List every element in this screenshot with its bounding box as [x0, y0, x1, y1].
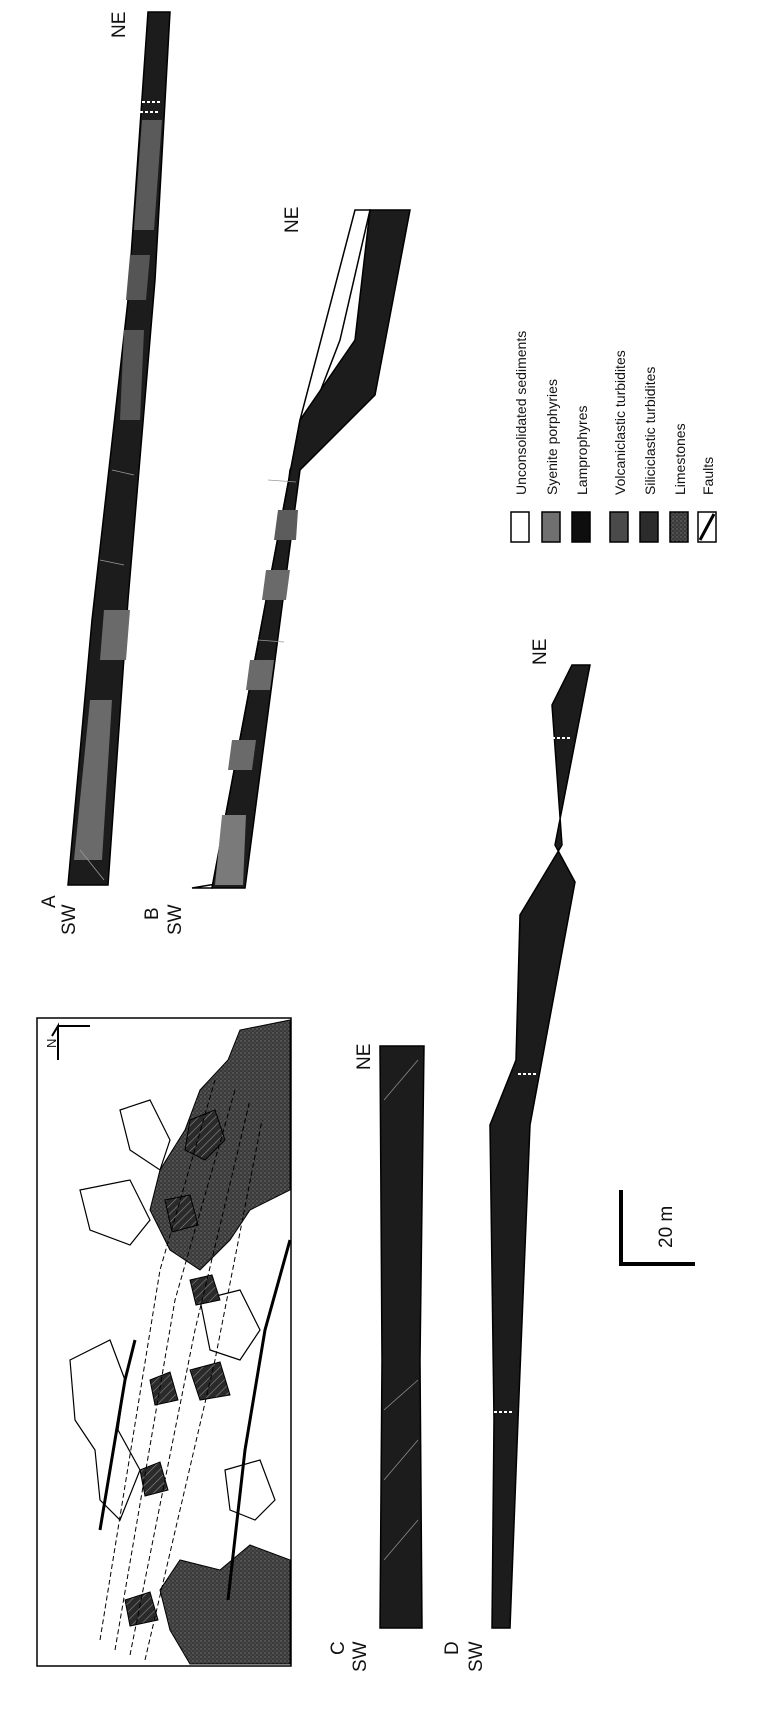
section-b-body [212, 210, 410, 888]
section-d: D SW NE [442, 639, 590, 1672]
section-c-sw-label: SW [350, 1641, 371, 1672]
legend-swatch [640, 512, 658, 542]
legend-swatch [542, 512, 560, 542]
legend-swatch [572, 512, 590, 542]
section-d-ne-label: NE [530, 639, 551, 665]
section-a-letter: A [39, 895, 60, 908]
section-c-letter: C [328, 1641, 349, 1655]
legend-label: Faults [700, 457, 716, 495]
section-a: A SW NE [39, 12, 170, 935]
scale-bar-label: 20 m [656, 1206, 677, 1248]
section-b-sw-label: SW [165, 904, 186, 935]
legend: Unconsolidated sediments Syenite porphyri… [511, 331, 716, 542]
section-b-ne-label: NE [282, 207, 303, 233]
section-b-light-band [246, 660, 274, 690]
section-d-sw-label: SW [466, 1641, 487, 1672]
section-a-light-band [126, 255, 150, 300]
section-b-syenite-band [215, 815, 246, 885]
section-b-light-band [274, 510, 298, 540]
legend-label: Syenite porphyries [544, 379, 560, 495]
section-a-light-band [120, 330, 144, 420]
legend-swatch [670, 512, 688, 542]
map-north-label: N [44, 1039, 59, 1048]
section-a-ne-label: NE [109, 12, 130, 38]
section-c-ne-label: NE [354, 1044, 375, 1070]
legend-label: Unconsolidated sediments [513, 331, 529, 495]
section-c-body [380, 1046, 424, 1628]
section-d-letter: D [442, 1641, 463, 1655]
section-a-light-band [100, 610, 130, 660]
section-d-body [490, 665, 590, 1628]
section-b-light-band [262, 570, 290, 600]
location-map: N [37, 1018, 291, 1666]
legend-label: Siliciclastic turbidites [642, 367, 658, 495]
scale-bar: 20 m [621, 1190, 695, 1264]
section-b-light-band [228, 740, 256, 770]
section-a-sw-label: SW [59, 904, 80, 935]
legend-swatch [610, 512, 628, 542]
legend-label: Lamprophyres [574, 406, 590, 496]
legend-label: Limestones [672, 423, 688, 495]
legend-swatch [511, 512, 529, 542]
legend-label: Volcaniclastic turbidites [612, 350, 628, 495]
section-c: C SW NE [328, 1044, 424, 1672]
section-b: B SW NE [142, 207, 410, 935]
section-b-letter: B [142, 907, 163, 920]
